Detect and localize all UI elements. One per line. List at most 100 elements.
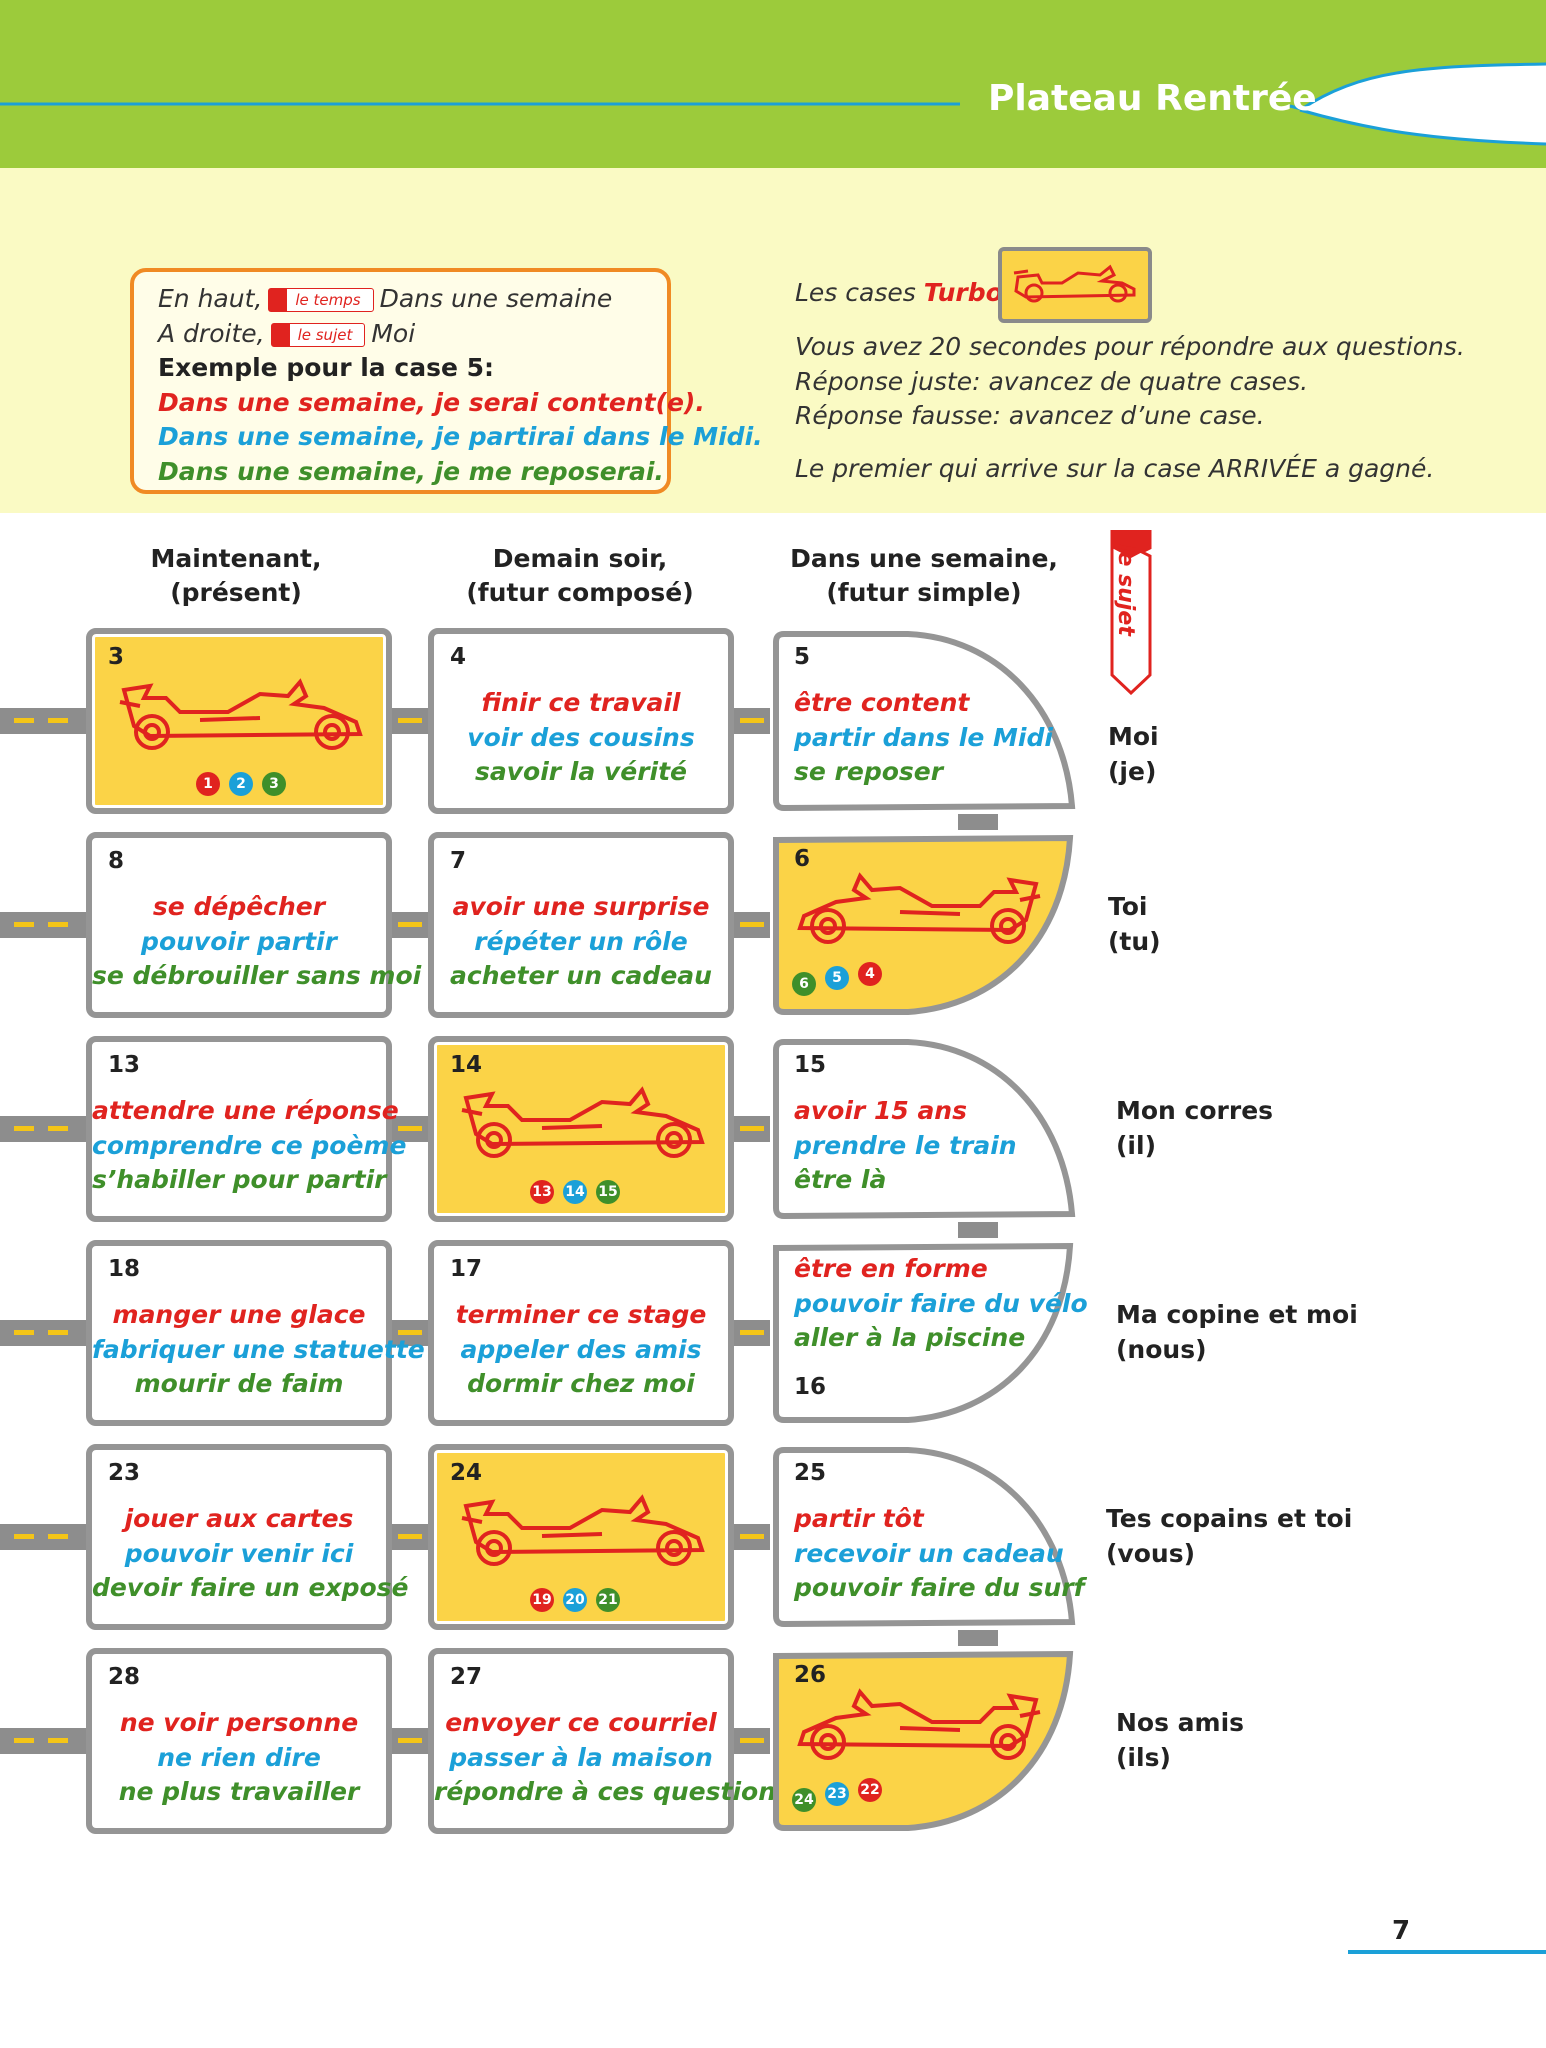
dot-green: 3 [262,772,286,796]
dot-blue: 20 [563,1588,587,1612]
road-dash [740,1738,764,1743]
phrase-red: jouer aux cartes [124,1504,354,1533]
cell-phrases: envoyer ce courriel passer à la maison r… [434,1706,791,1810]
phrase-blue: prendre le train [794,1130,1017,1160]
board-cell-17[interactable]: 17 terminer ce stage appeler des amis do… [428,1240,734,1426]
header-wave [0,62,1546,146]
phrase-blue: comprendre ce poème [92,1130,407,1160]
board-cell-4[interactable]: 4 finir ce travail voir des cousins savo… [428,628,734,814]
page-number: 7 [1392,1916,1411,1946]
phrase-red: envoyer ce courriel [445,1708,717,1737]
road-dash [48,1126,68,1131]
dot-green: 21 [596,1588,620,1612]
cell-number: 28 [108,1664,141,1690]
cell-phrases: attendre une réponse comprendre ce poème… [92,1094,407,1198]
board-cell-25-frame [773,1447,1076,1628]
phrase-red: être en forme [794,1254,988,1283]
row-label-nous: Ma copine et moi(nous) [1116,1300,1358,1364]
board-cell-13[interactable]: 13 attendre une réponse comprendre ce po… [86,1036,407,1222]
page-header: Plateau Rentrée [0,0,1546,168]
road-dash [48,922,68,927]
cell-phrases: être en forme pouvoir faire du vélo alle… [768,1252,1088,1356]
phrase-green: ne plus travailler [118,1777,360,1806]
phrase-blue: pouvoir faire du vélo [794,1288,1088,1318]
cell-number: 5 [794,644,811,670]
cell-number: 26 [794,1662,827,1688]
column-heading-futur-simple: Dans une semaine,(futur simple) [790,544,1058,607]
road-dash [48,1534,68,1539]
cell-phrases: finir ce travail voir des cousins savoir… [434,686,728,790]
phrase-blue: pouvoir partir [141,926,337,956]
turbo-dots: 1 2 3 [196,772,286,796]
example-heading: Exemple pour la case 5: [158,353,494,382]
board-cell-28[interactable]: 28 ne voir personne ne rien dire ne plus… [86,1648,392,1834]
cell-phrases: ne voir personne ne rien dire ne plus tr… [92,1706,386,1810]
phrase-blue: appeler des amis [460,1334,702,1364]
road-dash [48,718,68,723]
phrase-green: répondre à ces questions [434,1777,791,1806]
dot-red: 1 [196,772,220,796]
cell-number: 18 [108,1256,141,1282]
board-cell-14[interactable]: 14 13 14 15 [428,1036,734,1222]
cell-number: 8 [108,848,125,874]
road-segment [0,1728,86,1754]
board-cell-27[interactable]: 27 envoyer ce courriel passer à la maiso… [428,1648,791,1834]
board-cell-5[interactable]: 5 être content partir dans le Midi se re… [768,628,1074,814]
phrase-red: se dépêcher [152,892,326,921]
road-connector [958,1630,998,1646]
phrase-red: avoir une surprise [452,892,710,921]
road-dash [14,1534,34,1539]
row-label-il: Mon corres(il) [1116,1096,1274,1160]
row-label-je: Moi(je) [1108,722,1159,786]
road-segment [0,708,86,734]
cell-number: 16 [794,1374,827,1400]
road-dash [48,1330,68,1335]
phrase-red: ne voir personne [119,1708,359,1737]
cell-phrases: terminer ce stage appeler des amis dormi… [434,1298,728,1402]
cell-phrases: être content partir dans le Midi se repo… [768,686,1074,790]
road-dash [740,1534,764,1539]
example-blue: Dans une semaine, je partirai dans le Mi… [158,422,763,451]
turbo-rules: Vous avez 20 secondes pour répondre aux … [795,330,1465,486]
phrase-green: mourir de faim [134,1369,344,1398]
board-cell-16[interactable]: être en forme pouvoir faire du vélo alle… [768,1240,1088,1426]
board-cell-18[interactable]: 18 manger une glace fabriquer une statue… [86,1240,425,1426]
board-cell-3[interactable]: 3 1 2 3 [86,628,392,814]
dot-blue: 5 [825,966,849,990]
row-label-vous: Tes copains et toi(vous) [1106,1504,1353,1568]
phrase-green: aller à la piscine [794,1323,1026,1352]
phrase-green: être là [794,1165,887,1194]
rule-correct: Réponse juste: avancez de quatre cases. [795,366,1309,396]
road-dash [398,1330,422,1335]
phrase-blue: ne rien dire [157,1742,321,1772]
board-cell-7[interactable]: 7 avoir une surprise répéter un rôle ach… [428,832,734,1018]
dot-red: 4 [858,962,882,986]
road-dash [398,922,422,927]
cell-phrases: jouer aux cartes pouvoir venir ici devoi… [92,1502,409,1606]
cell-phrases: partir tôt recevoir un cadeau pouvoir fa… [768,1502,1085,1606]
cell-number: 6 [794,846,811,872]
board-cell-15[interactable]: 15 avoir 15 ans prendre le train être là [768,1036,1074,1222]
turbo-example-box [998,247,1152,323]
board-cell-26[interactable]: 26 24 23 22 [768,1648,1074,1834]
board-cell-25[interactable]: 25 partir tôt recevoir un cadeau pouvoir… [768,1444,1085,1630]
board-cell-23[interactable]: 23 jouer aux cartes pouvoir venir ici de… [86,1444,409,1630]
turbo-dots: 13 14 15 [530,1180,620,1204]
board-cell-8[interactable]: 8 se dépêcher pouvoir partir se débrouil… [86,832,422,1018]
board-cell-6[interactable]: 6 6 5 4 [768,832,1074,1018]
phrase-green: se débrouiller sans moi [92,961,422,990]
dot-green: 24 [792,1788,816,1812]
cell-number: 4 [450,644,467,670]
turbo-dots: 24 23 22 [792,1778,882,1812]
road-dash [398,1534,422,1539]
board-cell-24[interactable]: 24 19 20 21 [428,1444,734,1630]
phrase-red: avoir 15 ans [794,1096,967,1125]
road-segment [0,1524,86,1550]
turbo-label: Les cases Turbo: [795,278,1011,307]
board-cell-26-frame [773,1650,1074,1831]
phrase-green: dormir chez moi [467,1369,695,1398]
phrase-green: pouvoir faire du surf [794,1573,1085,1602]
column-heading-futur-compose: Demain soir,(futur composé) [466,544,694,607]
